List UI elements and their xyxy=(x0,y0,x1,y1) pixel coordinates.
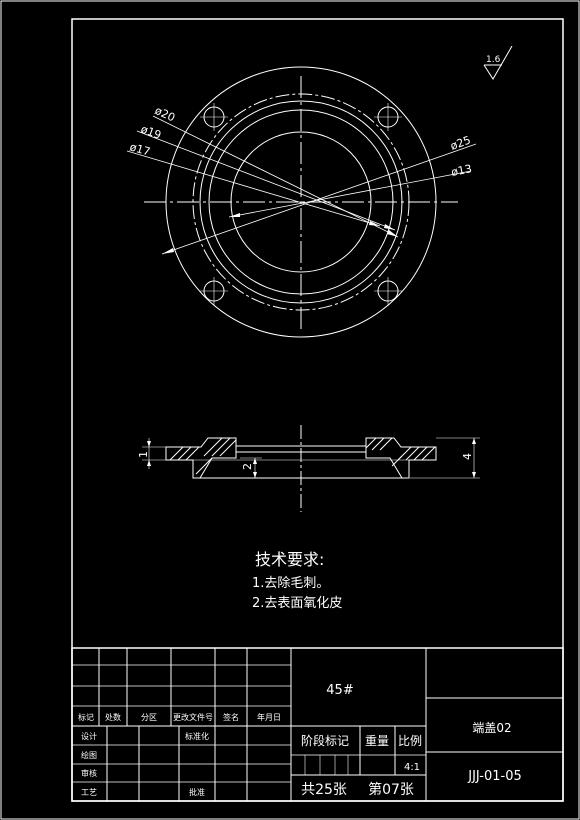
dim-line-d19 xyxy=(136,130,396,231)
surface-roughness-symbol xyxy=(483,45,513,80)
arrowhead xyxy=(253,472,257,478)
hatch xyxy=(219,439,237,457)
dim-h2-label: 2 xyxy=(241,463,254,470)
hatch xyxy=(203,437,223,457)
arrowhead xyxy=(253,458,257,464)
arrowhead xyxy=(472,438,476,444)
header-zone: 分区 xyxy=(141,713,157,722)
section-right-outline xyxy=(365,437,437,479)
label-review: 审核 xyxy=(81,768,97,778)
arrowhead xyxy=(147,441,151,447)
label-process: 工艺 xyxy=(81,788,97,797)
header-date: 年月日 xyxy=(257,712,281,722)
tech-req-line-1: 1.去除毛刺。 xyxy=(252,576,329,591)
arrowhead xyxy=(229,213,240,217)
hatch xyxy=(391,455,403,467)
stage-mark-label: 阶段标记 xyxy=(301,733,349,748)
dim-d13-label: ø13 xyxy=(450,162,473,179)
header-mark: 标记 xyxy=(78,712,94,722)
dim-line-d20 xyxy=(152,115,399,238)
bolt-circle-d20 xyxy=(192,93,410,311)
header-signature: 签名 xyxy=(223,712,239,722)
tech-req-title: 技术要求: xyxy=(255,550,324,569)
hatch xyxy=(195,457,213,475)
scale-value: 4:1 xyxy=(404,762,420,773)
title-block-frame xyxy=(71,647,564,802)
circle-d19 xyxy=(199,100,403,304)
roughness-check xyxy=(483,45,513,80)
dim-h1-label: 1 xyxy=(137,451,150,458)
section-view xyxy=(142,425,480,512)
arrowhead xyxy=(162,248,174,254)
circle-d17 xyxy=(208,109,394,295)
top-view xyxy=(126,66,477,338)
hatch xyxy=(405,446,420,461)
sheets-total: 共25张 xyxy=(301,782,347,798)
hatch xyxy=(177,446,192,461)
arrowhead xyxy=(147,460,151,466)
material-label: 45# xyxy=(326,683,353,698)
scale-label: 比例 xyxy=(398,734,422,748)
hatch xyxy=(379,437,393,451)
tech-req-line-2: 2.去表面氧化皮 xyxy=(252,596,342,611)
arrowhead xyxy=(384,224,395,230)
hatch xyxy=(185,446,200,461)
inner-bore-d13 xyxy=(230,131,372,273)
arrowhead xyxy=(369,221,380,226)
dim-d25-label: ø25 xyxy=(449,134,473,153)
hatch xyxy=(169,446,184,461)
arrowhead xyxy=(387,230,398,237)
hatch xyxy=(371,437,385,451)
dim-d19-label: ø19 xyxy=(139,123,163,142)
dim-line-d13 xyxy=(228,170,472,218)
drawing-number: JJJ-01-05 xyxy=(467,769,522,784)
weight-label: 重量 xyxy=(365,734,389,748)
dim-h4-label: 4 xyxy=(461,453,474,460)
label-approve: 批准 xyxy=(189,787,205,797)
dim-d17-label: ø17 xyxy=(128,140,152,158)
section-dim-arrows xyxy=(147,438,476,478)
header-count: 处数 xyxy=(105,712,121,722)
label-draw: 绘图 xyxy=(81,750,97,760)
dim-d20-label: ø20 xyxy=(153,104,177,125)
part-name: 端盖02 xyxy=(472,721,511,735)
sheet-number: 第07张 xyxy=(368,781,414,798)
section-left-outline xyxy=(165,437,237,479)
hatch xyxy=(211,437,231,457)
dim-line-d17 xyxy=(126,150,381,227)
hatch xyxy=(421,446,436,461)
label-design: 设计 xyxy=(81,731,97,741)
dim-arrows xyxy=(162,213,398,254)
label-standardize: 标准化 xyxy=(185,731,209,741)
title-block xyxy=(71,647,564,802)
dim-line-d25 xyxy=(161,143,477,255)
header-change-doc: 更改文件号 xyxy=(173,712,213,722)
hatch xyxy=(413,446,428,461)
arrowhead xyxy=(472,472,476,478)
hatch xyxy=(365,437,377,449)
outer-circle-d25 xyxy=(165,66,437,338)
roughness-value: 1.6 xyxy=(486,55,501,65)
